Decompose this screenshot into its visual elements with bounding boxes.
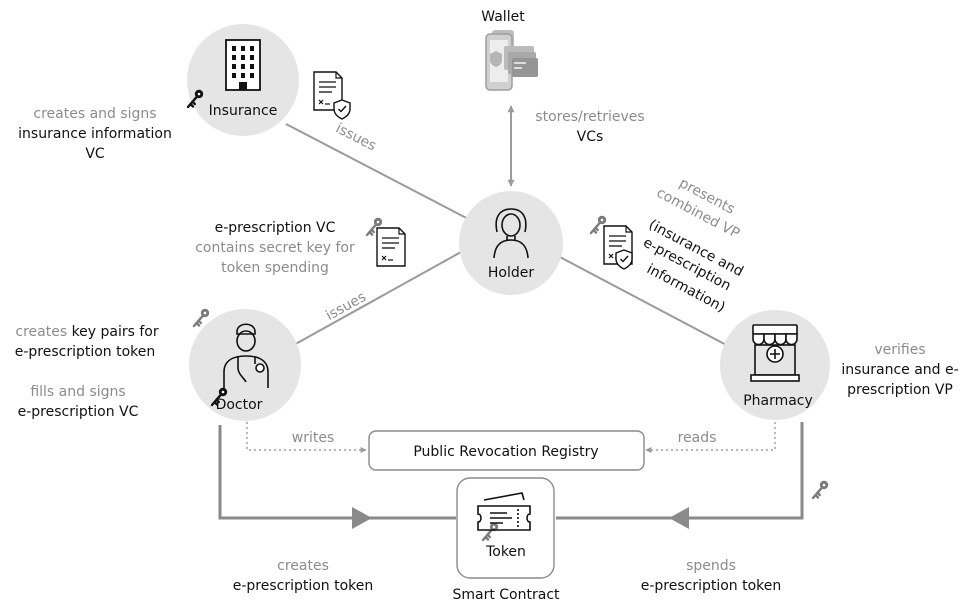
doctor-to-contract-line xyxy=(218,425,456,520)
smart-contract-box: Token xyxy=(456,477,555,579)
eprescription-vc-line1: e-prescription VC xyxy=(215,220,336,236)
pharmacy-circle xyxy=(720,310,830,420)
pharmacy-node: Pharmacy xyxy=(720,310,830,420)
insurance-issues-label: issues xyxy=(333,120,379,154)
creates-token-line2: e-prescription token xyxy=(233,578,374,594)
wallet-label: Wallet xyxy=(481,9,525,25)
pharmacy-to-contract-line xyxy=(556,422,804,520)
insurance-annotation-line1: creates and signs xyxy=(33,106,156,122)
doctor-keypair-grey: creates xyxy=(15,324,71,340)
holder-node: Holder xyxy=(459,191,563,295)
insurance-node: Insurance xyxy=(187,24,299,136)
reads-label: reads xyxy=(678,430,717,446)
building-icon xyxy=(225,39,261,91)
holder-circle xyxy=(459,191,563,295)
doctor-vc-annotation-line1: fills and signs xyxy=(30,384,125,400)
insurance-to-holder-arrow xyxy=(285,123,475,223)
wallet-node: Wallet xyxy=(481,9,538,91)
pharmacy-icon xyxy=(750,324,800,382)
writes-label: writes xyxy=(292,430,335,446)
eprescription-vc-line3: token spending xyxy=(221,260,329,276)
wallet-annotation-line2: VCs xyxy=(577,129,604,145)
doctor-keypair-annotation-line2: e-prescription token xyxy=(15,344,156,360)
creates-token-line1: creates xyxy=(277,558,329,574)
doctor-keypair-annotation-line1: creates key pairs for xyxy=(15,324,158,340)
spends-token-line1: spends xyxy=(686,558,736,574)
doctor-circle xyxy=(189,309,301,421)
holder-to-pharmacy-arrow xyxy=(557,255,733,349)
pharmacy-label: Pharmacy xyxy=(743,393,813,409)
pharmacy-key-icon xyxy=(811,479,830,500)
revocation-registry-label: Public Revocation Registry xyxy=(413,444,598,460)
revocation-registry-box: Public Revocation Registry xyxy=(368,430,645,471)
spends-token-arrowhead xyxy=(669,507,689,529)
doctor-keypair-key-icon xyxy=(192,307,211,328)
doctor-node: Doctor xyxy=(189,309,301,421)
eprescription-vc-line2: contains secret key for xyxy=(195,240,355,256)
doctor-issues-label: issues xyxy=(323,289,369,324)
insurance-annotation-line2: insurance information xyxy=(18,126,172,142)
doctor-keypair-dark: key pairs for xyxy=(72,324,159,340)
insurance-annotation-line3: VC xyxy=(85,146,105,162)
pharmacy-annotation-line1: verifies xyxy=(874,342,925,358)
creates-token-arrowhead xyxy=(352,507,372,529)
eprescription-vc-document-icon xyxy=(376,227,406,267)
pharmacy-annotation-line3: prescription VP xyxy=(847,382,953,398)
smart-contract-label: Smart Contract xyxy=(452,587,560,603)
person-icon xyxy=(493,208,529,259)
insurance-vc-document-icon xyxy=(313,71,351,120)
doctor-icon xyxy=(223,323,269,388)
insurance-label: Insurance xyxy=(209,103,278,119)
doctor-vc-annotation-line2: e-prescription VC xyxy=(18,404,139,420)
token-label: Token xyxy=(485,544,526,560)
presents-label: presents combined VP (insurance and e-pr… xyxy=(640,175,746,316)
doctor-to-holder-arrow xyxy=(291,246,471,347)
wallet-annotation-line1: stores/retrieves xyxy=(535,109,644,125)
doctor-label: Doctor xyxy=(216,397,263,413)
wallet-icon xyxy=(485,30,538,91)
ticket-icon xyxy=(477,492,531,531)
holder-label: Holder xyxy=(488,265,534,281)
pharmacy-annotation-line2: insurance and e- xyxy=(841,362,958,378)
spends-token-line2: e-prescription token xyxy=(641,578,782,594)
combined-vp-document-icon xyxy=(603,225,633,270)
